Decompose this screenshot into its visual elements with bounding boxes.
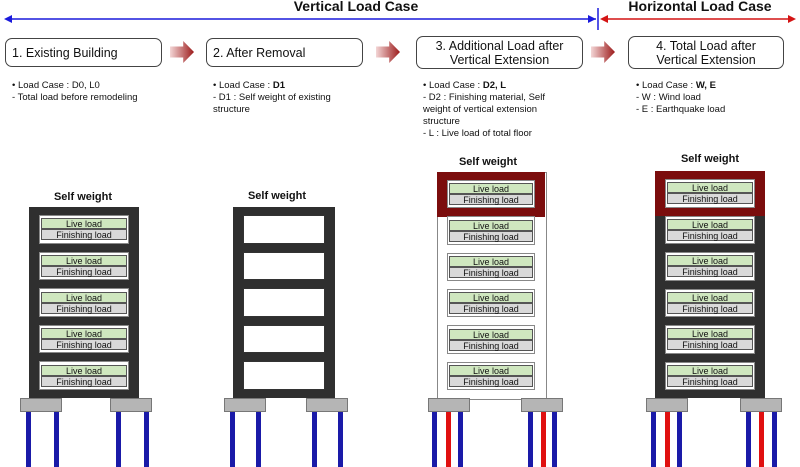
stage-3-notes: • Load Case : D2, L - D2 : Finishing mat… — [423, 80, 545, 139]
stage-2-notes: • Load Case : D1 - D1 : Self weight of e… — [213, 80, 331, 115]
stage-3-finishing-load-1: Finishing load — [449, 194, 533, 206]
stage-3-finishing-load-4: Finishing load — [449, 303, 533, 315]
stage-3-live-load-4: Live load — [449, 292, 533, 304]
vertical-arrow-left-head — [4, 15, 12, 23]
stage-2-title: 2. After Removal — [206, 38, 363, 67]
stage-1-live-load-3: Live load — [41, 291, 127, 303]
horizontal-load-case-title: Horizontal Load Case — [620, 0, 780, 14]
stage-1-finishing-load-3: Finishing load — [41, 302, 127, 314]
stage-1-title: 1. Existing Building — [5, 38, 162, 67]
stage-1-pile-3 — [116, 412, 121, 467]
stage-1-finishing-load-5: Finishing load — [41, 375, 127, 387]
stage-1-live-load-5: Live load — [41, 364, 127, 376]
stage-4-pile-1 — [651, 412, 656, 467]
stage-4-live-load-4: Live load — [667, 291, 753, 303]
vertical-load-case-title: Vertical Load Case — [200, 0, 512, 14]
stage-1-pile-cap-2 — [110, 398, 152, 412]
stage-4-pile-cap-2 — [740, 398, 782, 412]
stage-2-pile-cap-1 — [224, 398, 266, 412]
stage-4-finishing-load-5: Finishing load — [667, 339, 753, 351]
stage-4-pile-cap-1 — [646, 398, 688, 412]
horizontal-arrow-left-head — [600, 15, 608, 23]
stage-4-pile-6 — [772, 412, 777, 467]
stage-4-finishing-load-4: Finishing load — [667, 302, 753, 314]
stage-3-live-load-5: Live load — [449, 328, 533, 340]
stage-1-live-load-2: Live load — [41, 254, 127, 266]
stage-2-pile-2 — [256, 412, 261, 467]
stage-3-pile-5 — [541, 412, 546, 467]
stage-3-live-load-3: Live load — [449, 255, 533, 267]
stage-2-floor-2 — [243, 251, 325, 281]
stage-1-pile-4 — [144, 412, 149, 467]
stage-4-live-load-6: Live load — [667, 364, 753, 376]
stage-2-pile-cap-2 — [306, 398, 348, 412]
stage-3-self-weight: Self weight — [458, 156, 518, 168]
stage-4-live-load-1: Live load — [667, 182, 753, 194]
stage-4-finishing-load-1: Finishing load — [667, 193, 753, 205]
stage-arrow-2 — [376, 41, 400, 63]
stage-1-pile-cap-1 — [20, 398, 62, 412]
header-arrows — [4, 8, 796, 30]
stage-1-finishing-load-4: Finishing load — [41, 339, 127, 351]
stage-2-floor-5 — [243, 361, 325, 390]
vertical-arrow-right-head — [588, 15, 596, 23]
stage-4-notes: • Load Case : W, E - W : Wind load - E :… — [636, 80, 726, 115]
stage-4-pile-4 — [746, 412, 751, 467]
stage-1-live-load-4: Live load — [41, 328, 127, 340]
stage-2-pile-3 — [312, 412, 317, 467]
stage-2-floor-3 — [243, 288, 325, 317]
stage-1-notes: • Load Case : D0, L0 - Total load before… — [12, 80, 138, 103]
stage-2-pile-4 — [338, 412, 343, 467]
stage-3-finishing-load-3: Finishing load — [449, 266, 533, 278]
stage-3-live-load-1: Live load — [449, 183, 533, 195]
stage-4-live-load-2: Live load — [667, 218, 753, 230]
stage-1-self-weight: Self weight — [53, 191, 113, 203]
stage-2-floor-4 — [243, 324, 325, 354]
stage-3-pile-cap-1 — [428, 398, 470, 412]
stage-1-finishing-load-1: Finishing load — [41, 229, 127, 241]
stage-3-live-load-2: Live load — [449, 219, 533, 231]
stage-3-finishing-load-5: Finishing load — [449, 339, 533, 351]
stage-1-finishing-load-2: Finishing load — [41, 265, 127, 277]
stage-4-pile-5 — [759, 412, 764, 467]
stage-3-pile-cap-2 — [521, 398, 563, 412]
stage-4-finishing-load-6: Finishing load — [667, 375, 753, 387]
stage-arrow-3 — [591, 41, 615, 63]
stage-3-finishing-load-6: Finishing load — [449, 375, 533, 387]
stage-2-self-weight: Self weight — [247, 190, 307, 202]
horizontal-arrow-right-head — [788, 15, 796, 23]
stage-3-pile-2 — [446, 412, 451, 467]
stage-3-finishing-load-2: Finishing load — [449, 230, 533, 242]
stage-4-pile-3 — [677, 412, 682, 467]
stage-4-live-load-3: Live load — [667, 255, 753, 267]
stage-2-pile-1 — [230, 412, 235, 467]
stage-4-pile-2 — [665, 412, 670, 467]
stage-3-pile-3 — [458, 412, 463, 467]
stage-2-floor-1 — [243, 215, 325, 244]
stage-4-self-weight: Self weight — [680, 153, 740, 165]
stage-arrow-1 — [170, 41, 194, 63]
stage-3-pile-1 — [432, 412, 437, 467]
stage-4-finishing-load-2: Finishing load — [667, 229, 753, 241]
stage-3-live-load-6: Live load — [449, 364, 533, 376]
stage-3-pile-4 — [528, 412, 533, 467]
stage-4-live-load-5: Live load — [667, 328, 753, 340]
stage-1-pile-2 — [54, 412, 59, 467]
stage-1-pile-1 — [26, 412, 31, 467]
stage-4-finishing-load-3: Finishing load — [667, 266, 753, 278]
stage-3-pile-6 — [552, 412, 557, 467]
stage-1-live-load-1: Live load — [41, 218, 127, 230]
